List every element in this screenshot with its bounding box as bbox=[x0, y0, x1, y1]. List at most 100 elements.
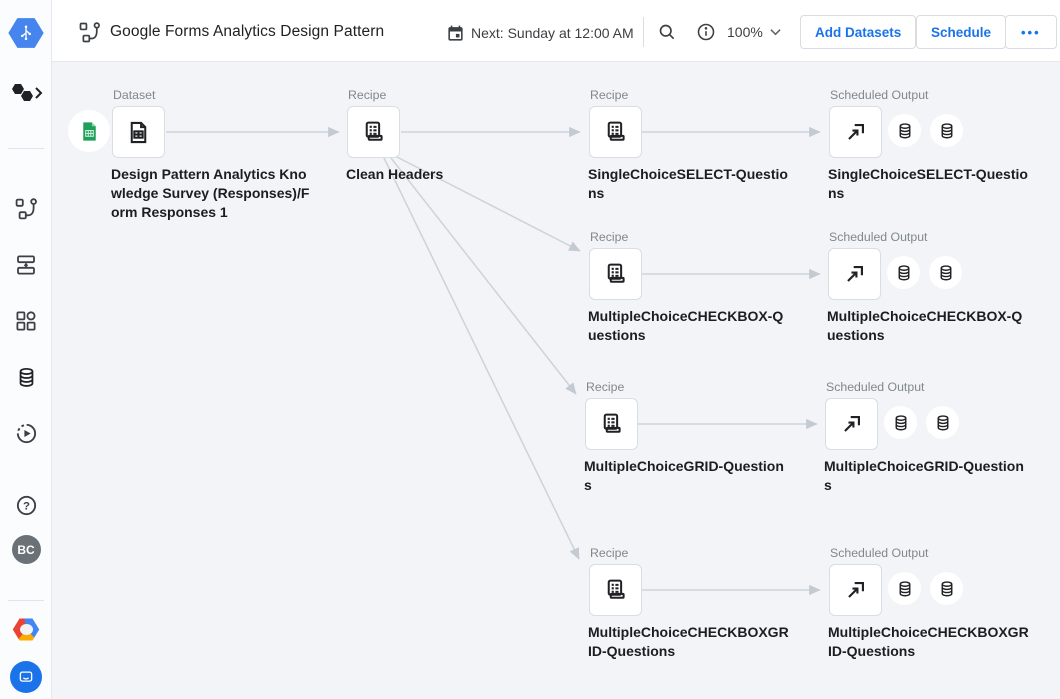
recipe-icon bbox=[603, 413, 621, 433]
recipe-card[interactable] bbox=[589, 564, 642, 616]
node-type-label: Scheduled Output bbox=[830, 546, 929, 560]
dataprep-logo-icon bbox=[8, 18, 44, 48]
recipe-icon bbox=[607, 579, 625, 599]
publish-destination-2[interactable] bbox=[930, 114, 963, 147]
help-icon: ? bbox=[16, 495, 36, 515]
recipe-card[interactable] bbox=[347, 106, 400, 158]
node-type-label: Recipe bbox=[348, 88, 387, 102]
left-sidebar: ? BC bbox=[0, 0, 52, 699]
plans-icon bbox=[17, 255, 35, 275]
flow-title[interactable]: Google Forms Analytics Design Pattern bbox=[110, 23, 385, 40]
publish-destination-1[interactable] bbox=[884, 406, 917, 439]
header-divider bbox=[643, 17, 644, 47]
database-icon bbox=[899, 122, 910, 138]
database-icon bbox=[940, 264, 951, 280]
sidebar-item-flows[interactable] bbox=[0, 196, 52, 222]
svg-text:?: ? bbox=[23, 500, 30, 512]
product-logo[interactable] bbox=[0, 16, 52, 50]
zoom-level-control[interactable]: 100% bbox=[727, 24, 781, 40]
output-name[interactable]: MultipleChoiceCHECKBOX-Questions bbox=[827, 308, 1023, 343]
edge-clean-to-row3 bbox=[390, 157, 577, 395]
output-arrow-icon bbox=[843, 415, 860, 432]
publish-destination-1[interactable] bbox=[888, 572, 921, 605]
datasets-icon bbox=[19, 367, 33, 387]
sidebar-item-datasets[interactable] bbox=[0, 364, 52, 390]
info-button[interactable] bbox=[696, 22, 716, 47]
workspace-switcher[interactable] bbox=[0, 78, 52, 108]
job-history-icon bbox=[16, 423, 36, 443]
recipe-card[interactable] bbox=[585, 398, 638, 450]
publish-destination-2[interactable] bbox=[926, 406, 959, 439]
dataset-card[interactable] bbox=[112, 106, 165, 158]
recipe-name[interactable]: MultipleChoiceGRID-Questions bbox=[584, 458, 784, 493]
search-icon bbox=[659, 24, 675, 40]
flows-icon bbox=[15, 198, 37, 220]
dataset-table-icon bbox=[130, 121, 147, 143]
chat-bubble-icon bbox=[10, 661, 42, 693]
flow-canvas[interactable]: Dataset bbox=[52, 62, 1060, 699]
recipe-name[interactable]: MultipleChoiceCHECKBOX-Questions bbox=[588, 308, 784, 343]
recipe-card[interactable] bbox=[589, 106, 642, 158]
google-cloud-icon bbox=[12, 618, 40, 641]
publish-destination-2[interactable] bbox=[929, 256, 962, 289]
sidebar-item-help[interactable]: ? bbox=[0, 492, 52, 518]
database-icon bbox=[941, 580, 952, 596]
database-icon bbox=[899, 580, 910, 596]
node-type-label: Recipe bbox=[590, 230, 629, 244]
output-arrow-icon bbox=[847, 123, 864, 140]
output-name[interactable]: MultipleChoiceCHECKBOXGRID-Questions bbox=[828, 624, 1029, 659]
node-type-label: Recipe bbox=[590, 88, 629, 102]
publish-destination-2[interactable] bbox=[930, 572, 963, 605]
scheduled-output-card[interactable] bbox=[825, 398, 878, 450]
sidebar-item-jobs[interactable] bbox=[0, 420, 52, 446]
recipe-icon bbox=[365, 121, 383, 141]
avatar-initials: BC bbox=[11, 535, 41, 564]
publish-destination-1[interactable] bbox=[887, 256, 920, 289]
calendar-icon bbox=[448, 25, 463, 41]
recipe-card[interactable] bbox=[589, 248, 642, 300]
sidebar-item-library[interactable] bbox=[0, 308, 52, 334]
node-type-label: Scheduled Output bbox=[829, 230, 928, 244]
next-run-schedule: Next: Sunday at 12:00 AM bbox=[471, 25, 634, 41]
add-datasets-button[interactable]: Add Datasets bbox=[800, 15, 917, 49]
user-avatar[interactable]: BC bbox=[0, 535, 52, 564]
source-badge bbox=[68, 110, 110, 152]
recipe-name[interactable]: Clean Headers bbox=[346, 166, 444, 182]
node-type-label: Recipe bbox=[590, 546, 629, 560]
more-menu-button[interactable]: ••• bbox=[1005, 15, 1057, 49]
recipe-name[interactable]: MultipleChoiceCHECKBOXGRID-Questions bbox=[588, 624, 789, 659]
google-cloud-logo bbox=[0, 618, 52, 641]
output-name[interactable]: MultipleChoiceGRID-Questions bbox=[824, 458, 1024, 493]
library-icon bbox=[16, 311, 36, 331]
scheduled-output-card[interactable] bbox=[829, 564, 882, 616]
database-icon bbox=[895, 414, 906, 430]
scheduled-output-card[interactable] bbox=[829, 106, 882, 158]
node-type-label: Dataset bbox=[113, 88, 156, 102]
edge-clean-to-row2 bbox=[396, 156, 581, 252]
output-name[interactable]: SingleChoiceSELECT-Questions bbox=[828, 166, 1028, 201]
flow-edges bbox=[166, 126, 821, 596]
sidebar-divider bbox=[8, 600, 44, 601]
schedule-button[interactable]: Schedule bbox=[916, 15, 1007, 49]
node-type-label: Recipe bbox=[586, 380, 625, 394]
recipe-name[interactable]: SingleChoiceSELECT-Questions bbox=[588, 166, 788, 201]
output-arrow-icon bbox=[846, 265, 863, 282]
publish-destination-1[interactable] bbox=[888, 114, 921, 147]
google-sheets-icon bbox=[82, 121, 96, 141]
flow-header: Google Forms Analytics Design Pattern Ne… bbox=[52, 0, 1060, 62]
flow-icon bbox=[79, 22, 100, 43]
search-button[interactable] bbox=[657, 22, 677, 47]
database-icon bbox=[941, 122, 952, 138]
scheduled-output-card[interactable] bbox=[828, 248, 881, 300]
sidebar-divider bbox=[8, 148, 44, 149]
node-type-label: Scheduled Output bbox=[826, 380, 925, 394]
support-chat-button[interactable] bbox=[0, 661, 52, 693]
dataset-name[interactable]: Design Pattern Analytics Knowledge Surve… bbox=[111, 166, 310, 220]
node-type-label: Scheduled Output bbox=[830, 88, 929, 102]
recipe-icon bbox=[607, 121, 625, 141]
hexagons-icon bbox=[12, 84, 43, 101]
sidebar-item-plans[interactable] bbox=[0, 252, 52, 278]
output-arrow-icon bbox=[847, 581, 864, 598]
database-icon bbox=[898, 264, 909, 280]
